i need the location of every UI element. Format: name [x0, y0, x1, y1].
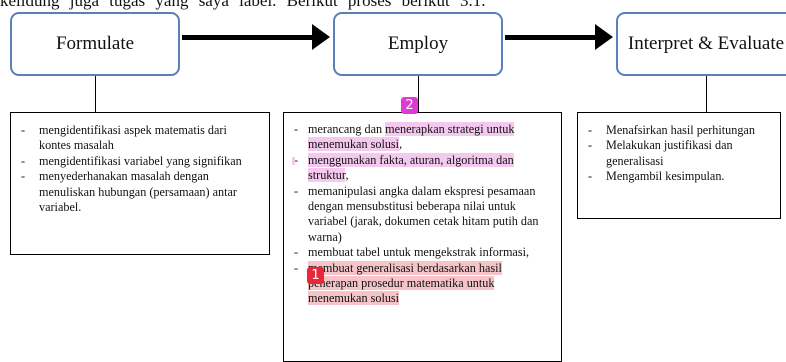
list-item: membuat tabel untuk mengekstrak informas…	[284, 245, 555, 261]
list-item: menyederhanakan masalah dengan menuliska…	[11, 169, 261, 215]
list-item: Menafsirkan hasil perhitungan	[578, 123, 774, 139]
highlight-pink[interactable]: menggunakan fakta, aturan, algoritma dan…	[308, 152, 514, 183]
evaluate-details-box: Menafsirkan hasil perhitungan Melakukan …	[577, 112, 781, 219]
stage-formulate: Formulate	[10, 12, 180, 76]
connector-line	[95, 76, 96, 112]
list-item: mengidentifikasi aspek matematis dari ko…	[11, 123, 261, 154]
connector-line	[418, 76, 419, 112]
item-text: ,	[399, 137, 403, 152]
highlight-red[interactable]: membuat generalisasi berdasarkan hasil p…	[308, 260, 502, 306]
list-item: mengidentifikasi variabel yang signifika…	[11, 154, 261, 170]
stage-label: Employ	[387, 33, 449, 55]
change-bar	[292, 156, 295, 165]
formulate-details-box: mengidentifikasi aspek matematis dari ko…	[10, 112, 270, 255]
arrow-right-icon	[505, 24, 613, 50]
formulate-list: mengidentifikasi aspek matematis dari ko…	[11, 123, 261, 215]
item-text: ,	[345, 168, 349, 183]
stage-interpret-evaluate: Interpret & Evaluate	[616, 12, 786, 76]
stage-employ: Employ	[333, 12, 503, 76]
stage-label: Interpret & Evaluate	[627, 33, 785, 55]
cut-off-paragraph-text: kelidung juga tugas yang saya label. Ber…	[0, 0, 486, 10]
employ-list: merancang dan menerapkan strategi untuk …	[284, 122, 555, 307]
annotation-marker-1[interactable]: 1	[307, 267, 324, 284]
annotation-marker-2[interactable]: 2	[401, 97, 418, 114]
list-item: Mengambil kesimpulan.	[578, 169, 774, 185]
evaluate-list: Menafsirkan hasil perhitungan Melakukan …	[578, 123, 774, 185]
list-item: membuat generalisasi berdasarkan hasil p…	[284, 260, 555, 307]
list-item: merancang dan menerapkan strategi untuk …	[284, 122, 555, 153]
arrow-right-icon	[182, 24, 330, 50]
list-item: memanipulasi angka dalam ekspresi pesama…	[284, 184, 555, 246]
list-item: Melakukan justifikasi dan generalisasi	[578, 138, 774, 169]
employ-details-box: merancang dan menerapkan strategi untuk …	[283, 112, 562, 362]
stage-label: Formulate	[55, 33, 135, 55]
connector-line	[706, 76, 707, 112]
item-text: merancang dan	[308, 122, 386, 136]
list-item: menggunakan fakta, aturan, algoritma dan…	[284, 152, 555, 184]
